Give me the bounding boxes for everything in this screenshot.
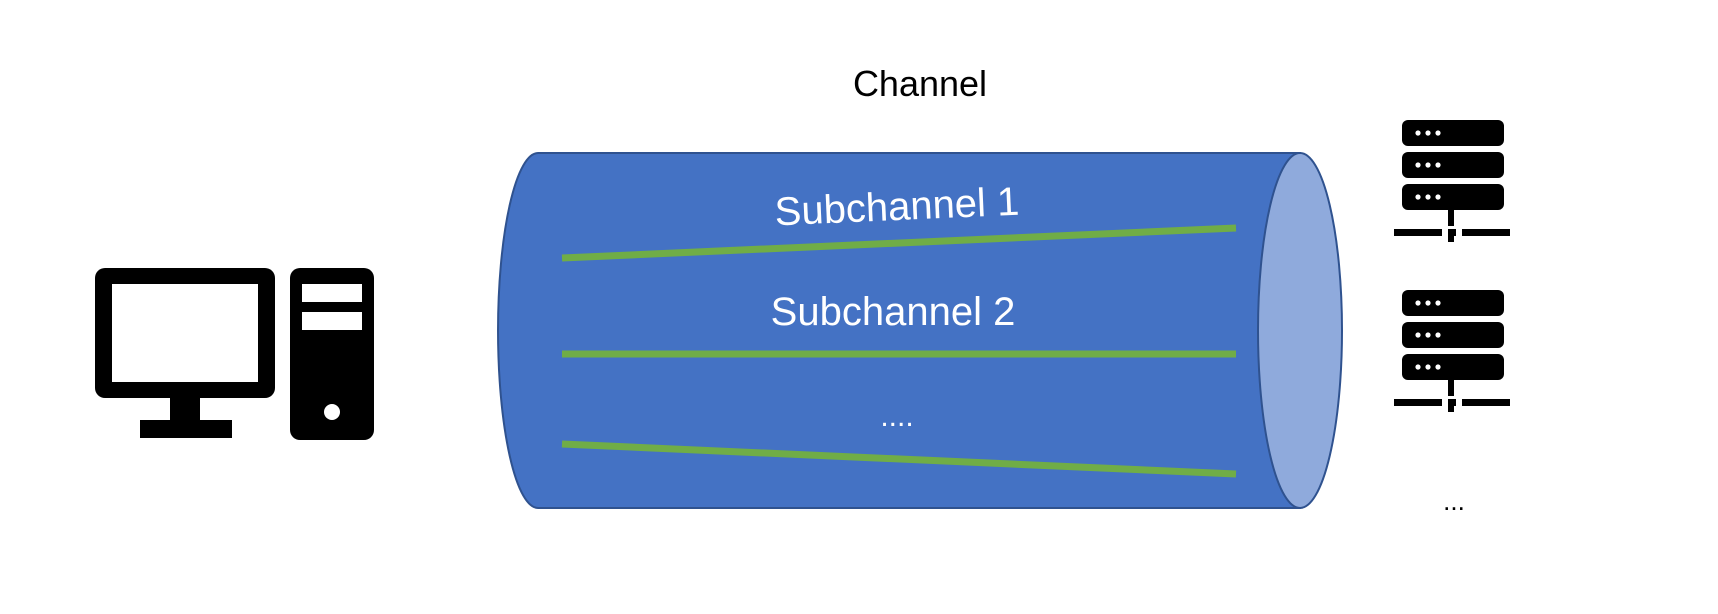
server-rack-icon: [1394, 120, 1510, 242]
servers-more-label: ...: [1443, 486, 1465, 516]
desktop-computer-icon: [95, 268, 374, 440]
subchannel-label-3: ....: [880, 400, 913, 433]
channel-pipe: [497, 152, 1343, 509]
pipe-end: [1257, 152, 1343, 509]
channel-title: Channel: [853, 63, 987, 104]
server-rack-icon: [1394, 290, 1510, 412]
subchannel-label-1: Subchannel 1: [774, 180, 1020, 235]
subchannel-label-2: Subchannel 2: [771, 290, 1016, 334]
pipe-body: [497, 152, 1301, 509]
subchannel-line-3: [561, 440, 1237, 478]
subchannel-line-1: [561, 224, 1237, 262]
